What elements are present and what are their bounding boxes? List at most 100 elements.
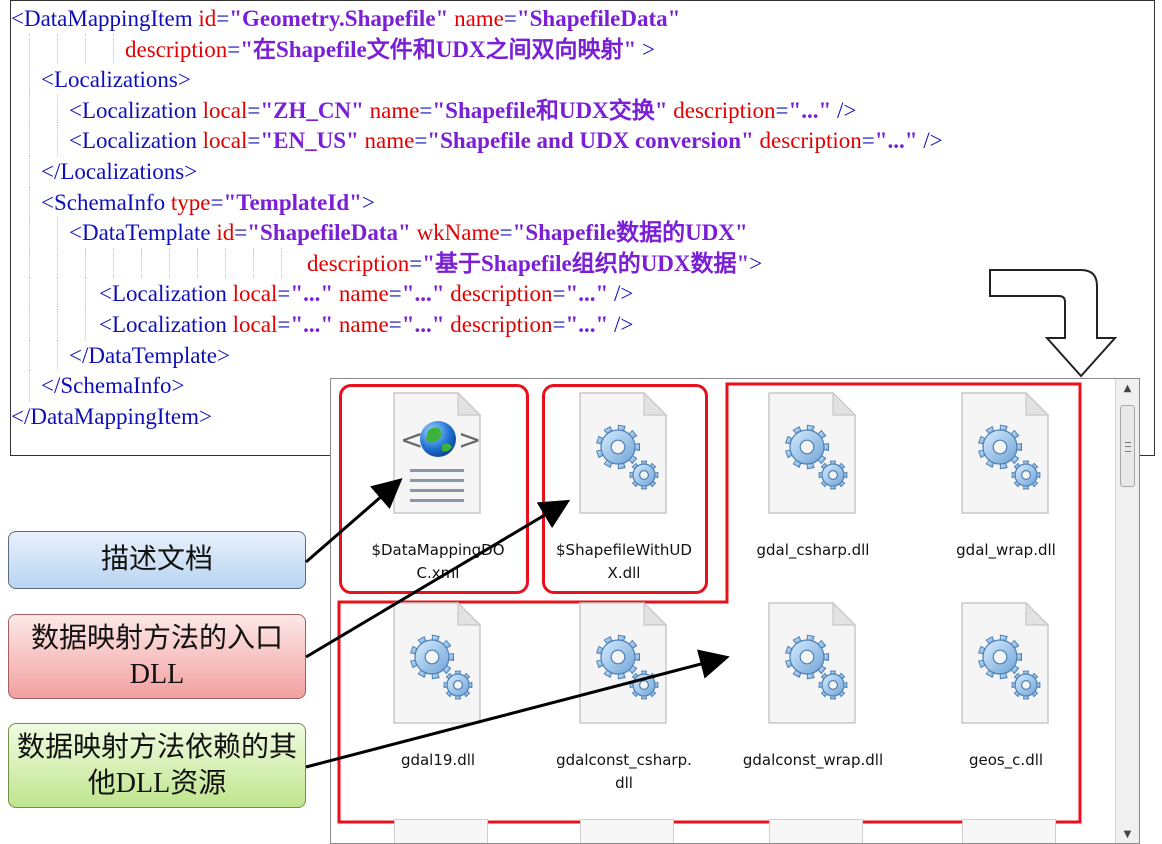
gear-file-icon [956,389,1054,517]
xml-token: "基于Shapefile组织的UDX数据" [422,250,750,276]
xml-token: description [444,281,553,307]
xml-token: /> [831,97,857,123]
file-item[interactable]: geos_c.dll [916,599,1096,809]
xml-token: </DataMappingItem> [11,403,212,429]
svg-text:>: > [458,423,481,456]
file-item[interactable]: gdal_wrap.dll [916,389,1096,599]
xml-token: > [636,36,656,62]
xml-token: "..." [290,312,334,337]
xml-token: description [307,250,410,276]
xml-token: </DataTemplate> [69,342,230,368]
indent-guide [197,247,198,279]
indent-guide [113,247,114,279]
xml-token: = [775,97,789,123]
file-item-partial[interactable] [394,819,488,843]
xml-token: "..." [290,281,334,307]
file-name: gdalconst_wrap.dll [723,749,903,772]
file-name-line: X.dll [607,564,641,582]
callout-other-dll: 数据映射方法依赖的其他DLL资源 [8,723,306,808]
vertical-scrollbar[interactable]: ▲ ▼ [1115,379,1139,843]
file-item[interactable]: gdal_csharp.dll [723,389,903,599]
xml-globe-file-icon: <> [388,389,486,517]
xml-token: "Shapefile and UDX conversion" [427,128,754,154]
xml-code-line: <Localization local="..." name="..." des… [99,278,633,309]
file-item[interactable]: gdalconst_csharp.dll [534,599,714,809]
callout-description-doc: 描述文档 [8,531,306,589]
indent-guide [29,94,30,126]
xml-token: = [277,281,291,307]
scroll-thumb[interactable] [1120,405,1135,487]
xml-token: <DataTemplate [69,220,211,246]
xml-token: = [216,6,230,31]
file-name-line: gdalconst_csharp. [556,751,692,769]
indent-guide [169,247,170,279]
indent-guide [29,278,30,309]
xml-token: = [210,189,224,215]
xml-token: name [363,97,420,123]
xml-code-line: <SchemaInfo type="TemplateId"> [41,187,375,218]
xml-token: </SchemaInfo> [41,373,185,399]
indent-guide [57,247,58,279]
xml-token: name [333,281,389,307]
indent-guide [57,33,58,65]
indent-guide [57,309,58,340]
callout-description-doc-text: 描述文档 [100,544,213,575]
xml-token: = [409,250,423,276]
xml-token: = [234,220,248,246]
xml-token: description [444,312,553,337]
file-name: gdal_wrap.dll [916,539,1096,562]
xml-token: name [448,6,504,31]
xml-token: <Localizations> [41,67,191,93]
file-name-line: gdal19.dll [400,751,476,769]
file-item-partial[interactable] [962,819,1056,843]
indent-guide [29,370,30,401]
indent-guide [85,309,86,340]
xml-token: local [226,312,278,337]
xml-token: = [499,220,513,246]
scroll-up-icon[interactable]: ▲ [1123,383,1132,394]
xml-token: "Geometry.Shapefile" [229,6,449,31]
file-name-line: geos_c.dll [968,751,1044,769]
indent-guide [225,247,226,279]
xml-token: = [419,97,433,123]
file-name-line: gdal_wrap.dll [956,541,1056,559]
file-item[interactable]: gdalconst_wrap.dll [723,599,903,809]
scroll-down-icon[interactable]: ▼ [1123,829,1132,840]
xml-token: <Localization [99,281,227,307]
svg-text:<: < [400,423,423,456]
indent-guide [57,125,58,156]
file-item[interactable]: gdal19.dll [348,599,528,809]
xml-token: "在Shapefile文件和UDX之间双向映射" [240,36,637,62]
file-name: gdal_csharp.dll [723,539,903,562]
indent-guide [281,247,282,279]
xml-token: = [388,281,402,307]
xml-token: "TemplateId" [223,189,362,215]
xml-token: local [226,281,278,307]
xml-token: "ShapefileData" [247,220,411,246]
xml-token: "..." [874,128,918,154]
indent-guide [57,278,58,309]
xml-token: local [196,97,248,123]
xml-token: "ShapefileData" [516,6,681,31]
xml-token: description [125,36,228,62]
file-item-partial[interactable] [580,819,674,843]
xml-token: wkName [410,220,500,246]
gear-file-icon [574,599,672,727]
gear-file-icon [763,599,861,727]
file-name: gdalconst_csharp.dll [534,749,714,795]
entry-dll-highlight [542,384,708,594]
gear-file-icon [574,389,672,517]
xml-token: "..." [788,97,832,123]
xml-token: /> [608,281,634,307]
xml-code-line: <Localizations> [41,64,191,95]
xml-code-line: <Localization local="..." name="..." des… [99,309,633,340]
file-name-line: gdalconst_wrap.dll [742,751,884,769]
file-item-partial[interactable] [769,819,863,843]
xml-code-line: <Localization local="EN_US" name="Shapef… [69,125,943,156]
xml-token: type [165,189,211,215]
xml-token: "..." [401,312,445,337]
